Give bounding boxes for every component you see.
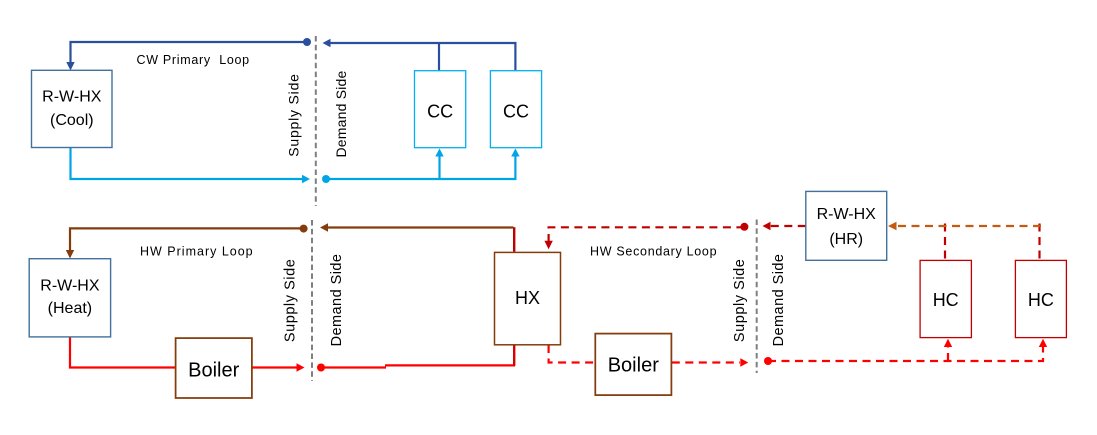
svg-text:Supply Side: Supply Side [285,73,301,157]
svg-text:Demand Side: Demand Side [333,70,349,157]
svg-text:Demand Side: Demand Side [329,254,345,347]
svg-text:Supply Side: Supply Side [732,259,748,342]
svg-text:Boiler: Boiler [188,360,239,382]
svg-text:CW Primary Loop: CW Primary Loop [137,53,250,67]
svg-text:Demand Side: Demand Side [771,254,787,347]
svg-text:CC: CC [503,101,529,121]
svg-text:(Heat): (Heat) [48,300,92,317]
svg-text:(Cool): (Cool) [50,112,94,129]
svg-text:Boiler: Boiler [608,355,659,377]
svg-text:R-W-HX: R-W-HX [40,278,100,295]
svg-text:R-W-HX: R-W-HX [817,206,877,223]
svg-text:HX: HX [515,288,540,308]
svg-text:HW Secondary Loop: HW Secondary Loop [590,244,717,258]
svg-text:HC: HC [1028,290,1054,310]
svg-text:R-W-HX: R-W-HX [42,89,102,106]
svg-text:HW Primary Loop: HW Primary Loop [140,244,254,258]
svg-text:Supply Side: Supply Side [282,259,298,342]
svg-text:HC: HC [933,290,959,310]
svg-text:CC: CC [427,101,453,121]
svg-text:(HR): (HR) [829,231,863,248]
